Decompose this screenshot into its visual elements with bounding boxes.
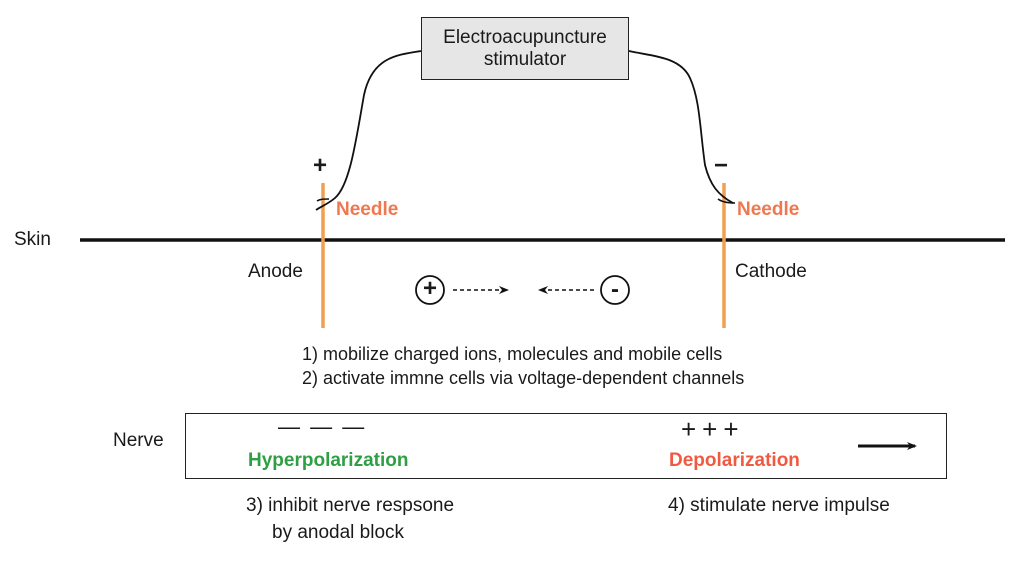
anode-label: Anode [248,261,303,282]
anode-polarity: + [313,152,328,179]
stimulator-label-line2: stimulator [483,48,567,70]
skin-label: Skin [14,229,51,250]
negative-charges: — — — [278,414,367,439]
anode-effect-line2: by anodal block [272,522,405,543]
stimulator-label-line1: Electroacupuncture [443,26,607,48]
positive-charges: +++ [681,414,745,444]
negative-ion-icon [600,275,630,305]
mechanism-item-2: 2) activate immne cells via voltage-depe… [302,368,745,388]
cathode-wire-tip [717,198,736,204]
electroacupuncture-stimulator: Electroacupuncture stimulator [421,17,629,80]
anode-needle-label: Needle [336,199,399,220]
anode-wire-tip [316,198,330,202]
cathode-wire [628,50,734,204]
hyperpolarization-label: Hyperpolarization [248,450,409,471]
positive-ion-symbol: + [422,275,437,302]
cathode-effect: 4) stimulate nerve impulse [668,495,890,516]
nerve-box [185,413,947,479]
negative-ion-symbol: - [611,276,619,303]
positive-ion-icon [415,275,445,305]
cathode-polarity: − [714,152,729,179]
nerve-label: Nerve [113,430,164,451]
anode-effect-line1: 3) inhibit nerve respsone [246,495,455,516]
cathode-needle-label: Needle [737,199,800,220]
anode-wire [315,50,422,211]
depolarization-label: Depolarization [669,450,800,471]
mechanism-item-1: 1) mobilize charged ions, molecules and … [302,344,723,364]
cathode-label: Cathode [735,261,807,282]
